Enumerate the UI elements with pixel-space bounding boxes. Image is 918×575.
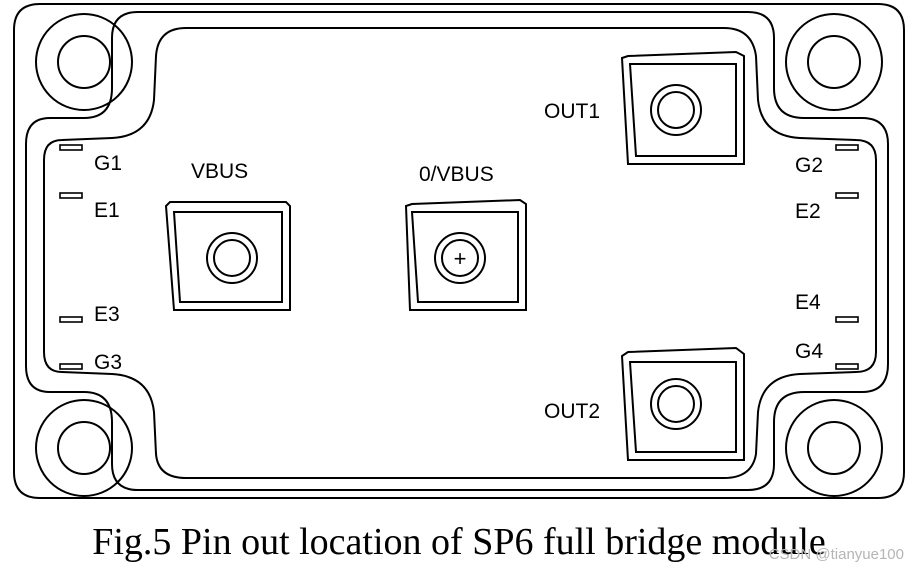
mounting-hole-top-right [785, 13, 883, 111]
label-out1: OUT1 [544, 100, 600, 123]
housing-inner-body [43, 27, 877, 479]
mounting-hole-bottom-left [35, 399, 133, 497]
watermark-text: CSDN @tianyue100 [768, 546, 904, 563]
plus-icon: + [454, 246, 467, 271]
label-e2: E2 [795, 200, 821, 223]
figure-caption: Fig.5 Pin out location of SP6 full bridg… [92, 521, 826, 563]
pin-slot-e4 [835, 316, 859, 323]
mounting-hole-bottom-right [785, 399, 883, 497]
pin-slot-g2 [835, 144, 859, 151]
pin-slot-e3 [59, 316, 83, 323]
housing-inner-contour [25, 11, 889, 491]
vbus-terminal [164, 201, 291, 311]
mounting-hole-top-left [35, 13, 133, 111]
out2-terminal [620, 346, 745, 461]
housing-outer-edge [13, 3, 905, 499]
pin-slot-g4 [835, 363, 859, 370]
label-e1: E1 [94, 199, 120, 222]
pin-slot-e1 [59, 192, 83, 199]
label-e4: E4 [795, 291, 821, 314]
label-g4: G4 [795, 340, 823, 363]
label-out2: OUT2 [544, 400, 600, 423]
label-g1: G1 [94, 152, 122, 175]
pin-slot-g1 [59, 144, 83, 151]
label-e3: E3 [94, 303, 120, 326]
out1-terminal [620, 50, 745, 165]
pin-slot-g3 [59, 363, 83, 370]
zero-vbus-terminal [404, 198, 527, 311]
label-vbus: VBUS [191, 160, 248, 183]
label-g3: G3 [94, 351, 122, 374]
label-g2: G2 [795, 154, 823, 177]
label-zero-vbus: 0/VBUS [419, 163, 494, 186]
pin-slot-e2 [835, 192, 859, 199]
